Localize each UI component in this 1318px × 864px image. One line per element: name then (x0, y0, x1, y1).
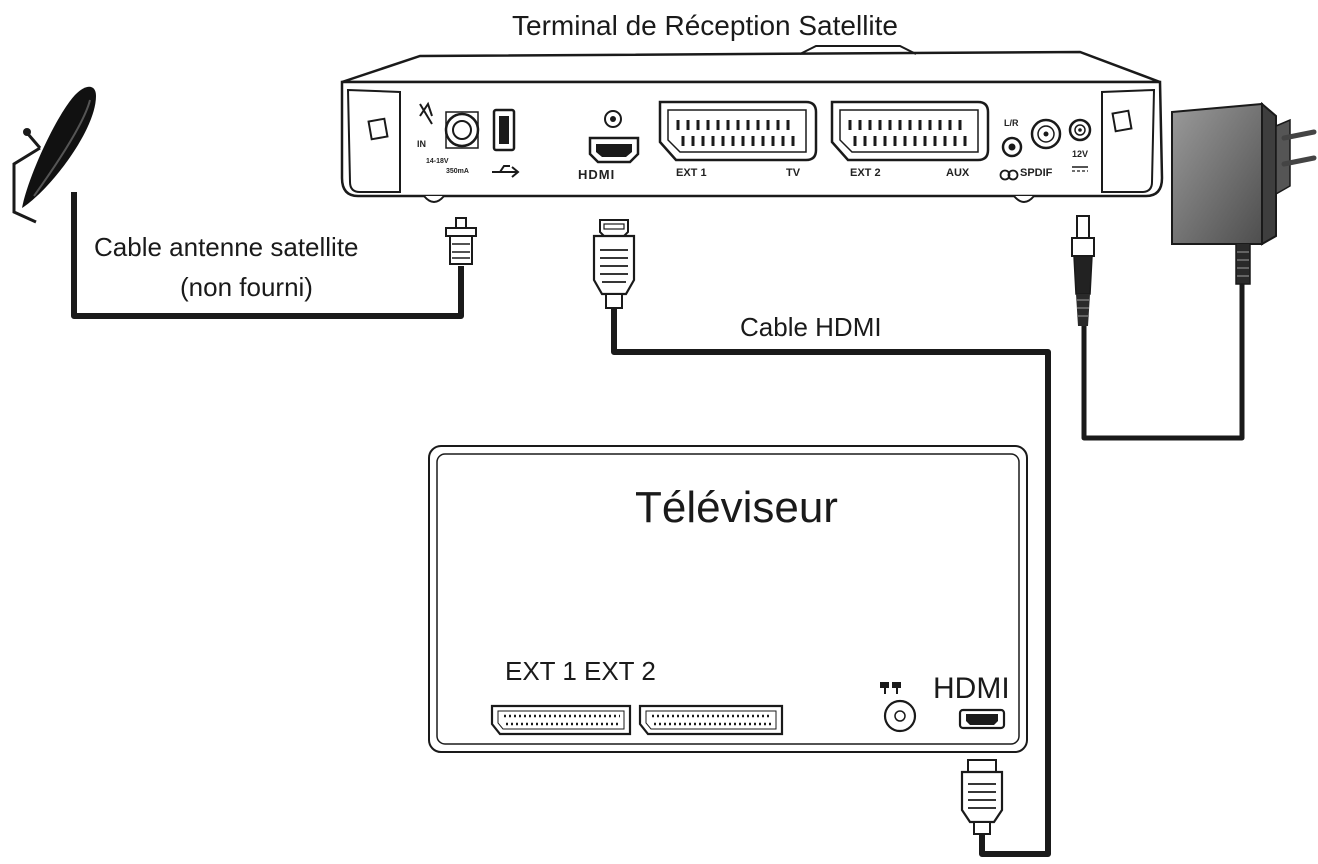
tv-antenna-port (880, 682, 917, 733)
hdmi-port-decoder (588, 110, 640, 164)
tv-scart-ext1 (490, 704, 632, 736)
diagram-title: Terminal de Réception Satellite (512, 10, 898, 41)
port-label-ext1: EXT 1 (676, 167, 707, 179)
hdmi-cable (611, 306, 1051, 857)
port-label-in: IN (417, 139, 426, 149)
f-connector-icon (445, 217, 477, 265)
port-label-spdif: SPDIF (1020, 167, 1053, 179)
scart-port-ext2 (830, 100, 990, 162)
satellite-cable-label: Cable antenne satellite (94, 232, 359, 262)
hdmi-cable-label: Cable HDMI (740, 312, 882, 342)
satellite-dish-icon (12, 86, 96, 224)
satellite-cable-sublabel: (non fourni) (180, 272, 313, 302)
scart-port-ext1 (658, 100, 818, 162)
port-label-voltage: 14-18V (426, 158, 449, 165)
port-label-current: 350mA (446, 168, 469, 175)
port-label-tv: TV (786, 167, 801, 179)
port-label-ext2: EXT 2 (850, 167, 881, 179)
satellite-cable (71, 192, 464, 319)
satellite-in-port (419, 101, 480, 149)
port-label-hdmi: HDMI (578, 167, 616, 182)
hdmi-plug-top-icon (592, 219, 636, 309)
port-label-12v: 12V (1072, 149, 1089, 159)
power-cable (1081, 284, 1245, 441)
tv-label: Téléviseur (635, 483, 838, 532)
usb-port (492, 108, 520, 178)
tv-scart-ext2 (638, 704, 784, 736)
port-label-aux: AUX (946, 167, 970, 179)
tv-hdmi-port (958, 708, 1006, 730)
hdmi-plug-bottom-icon (960, 759, 1004, 835)
dc-plug-icon (1071, 215, 1095, 326)
audio-lr-port (999, 136, 1023, 181)
power-port (1068, 118, 1092, 172)
television-box (428, 445, 1028, 753)
spdif-port (1030, 118, 1062, 150)
tv-hdmi-label: HDMI (933, 672, 1010, 705)
port-label-lr: L/R (1004, 118, 1019, 128)
power-adapter-icon (1171, 101, 1317, 285)
tv-ext-label: EXT 1 EXT 2 (505, 656, 656, 686)
